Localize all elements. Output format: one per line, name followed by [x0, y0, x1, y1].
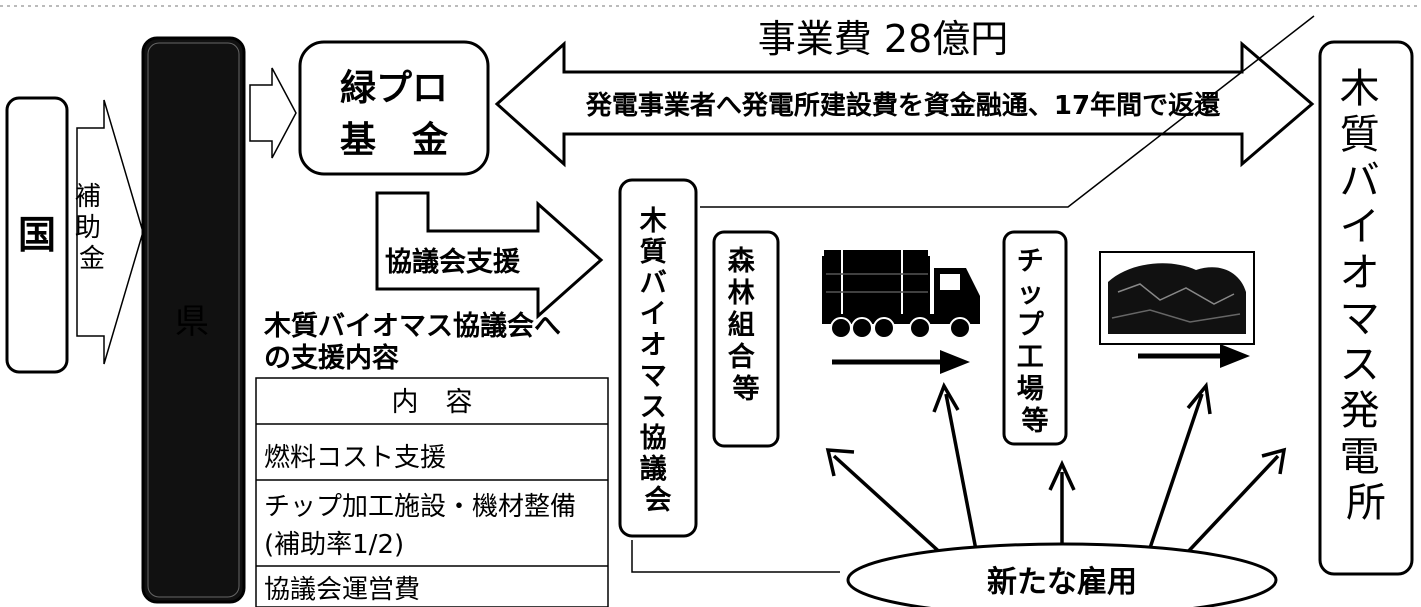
support-arrow: 協議会支援: [375, 191, 604, 320]
fund-box: 緑プロ 基 金: [298, 40, 490, 176]
support-table-header: 内 容: [392, 387, 473, 418]
subsidy-arrow: 補 助 金: [75, 99, 144, 365]
kuni-label: 国: [18, 213, 56, 257]
financing-text: 発電事業者へ発電所建設費を資金融通、17年間で返還: [585, 90, 1221, 121]
forest-union-label: 森 林 組 合 等: [728, 246, 764, 405]
employment-label: 新たな雇用: [987, 565, 1137, 600]
support-row-council-operations: 協議会運営費: [264, 575, 420, 605]
employment-ellipse: 新たな雇用: [846, 542, 1278, 607]
connector-top: [700, 15, 1315, 208]
support-row-fuel-cost: 燃料コスト支援: [264, 443, 446, 473]
flow-arrow-2: [1138, 344, 1250, 368]
ken-bar: 県: [141, 36, 246, 604]
kuni-box: 国: [5, 96, 69, 374]
chip-pile-icon: [1099, 251, 1255, 345]
ken-to-fund-arrow: [249, 67, 297, 159]
support-arrow-label: 協議会支援: [385, 247, 521, 278]
support-caption-line2: の支援内容: [264, 342, 399, 374]
council-box: 木 質 バ イ オ マ ス 協 議 会: [618, 178, 698, 538]
support-caption-line1: 木質バイオマス協議会へ: [263, 311, 561, 342]
chip-plant-box: チ ッ プ 工 場 等: [1002, 230, 1068, 446]
fund-label-line1: 緑プロ: [340, 68, 448, 109]
subsidy-label: 補 助 金: [75, 182, 109, 274]
chip-plant-label: チ ッ プ 工 場 等: [1017, 246, 1053, 437]
support-row-subsidy-rate: (補助率1/2): [264, 530, 404, 560]
council-label: 木 質 バ イ オ マ ス 協 議 会: [639, 206, 676, 516]
ken-label: 県: [175, 302, 209, 342]
fund-label-line2: 基 金: [340, 119, 449, 161]
flow-arrow-1: [832, 350, 970, 374]
support-table: 内 容 燃料コスト支援 チップ加工施設・機材整備 (補助率1/2) 協議会運営費: [255, 377, 609, 607]
support-row-chip-facility: チップ加工施設・機材整備: [264, 492, 576, 522]
forest-union-box: 森 林 組 合 等: [712, 230, 780, 448]
financing-arrow: 発電事業者へ発電所建設費を資金融通、17年間で返還: [494, 40, 1315, 168]
project-cost: 事業費 28億円: [758, 17, 1008, 61]
employment-arrows: [825, 381, 1287, 558]
log-truck-icon: [822, 250, 980, 339]
power-plant-label: 木 質 バ イ オ マ ス 発 電 所: [1340, 66, 1393, 526]
power-plant-box: 木 質 バ イ オ マ ス 発 電 所: [1318, 40, 1414, 576]
connector-bottom: [631, 540, 840, 573]
